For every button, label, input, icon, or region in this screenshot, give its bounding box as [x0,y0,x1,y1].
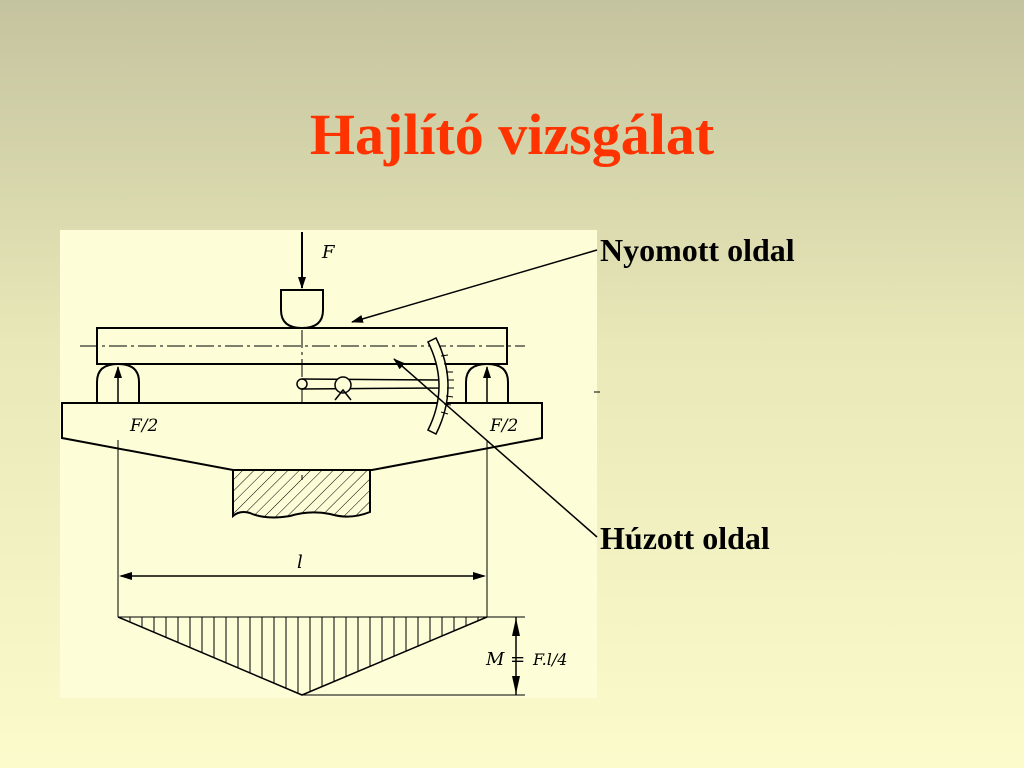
span-label: l [297,552,303,573]
span-arrow-left [119,572,132,580]
compressed-side-label: Nyomott oldal [600,232,795,268]
loading-nose [280,289,324,330]
tension-side-leader [393,358,598,538]
gauge-hub-stand [334,388,352,401]
slide-title: Hajlító vizsgálat [309,102,715,167]
moment-label: M = [485,649,525,670]
compressed-side-leader [351,249,598,323]
left-reaction-label: F/2 [129,416,158,436]
gauge-scale [426,336,449,436]
span-arrow-right [473,572,486,580]
base-frame [61,402,543,471]
moment-diagram [117,616,525,696]
moment-formula: F.l/4 [532,650,567,669]
gauge-hub [334,376,352,394]
foundation-block [232,469,371,519]
force-label: F [321,242,336,263]
right-reaction-label: F/2 [489,416,518,436]
gauge-pivot [296,378,308,390]
tension-side-label: Húzott oldal [600,520,770,556]
